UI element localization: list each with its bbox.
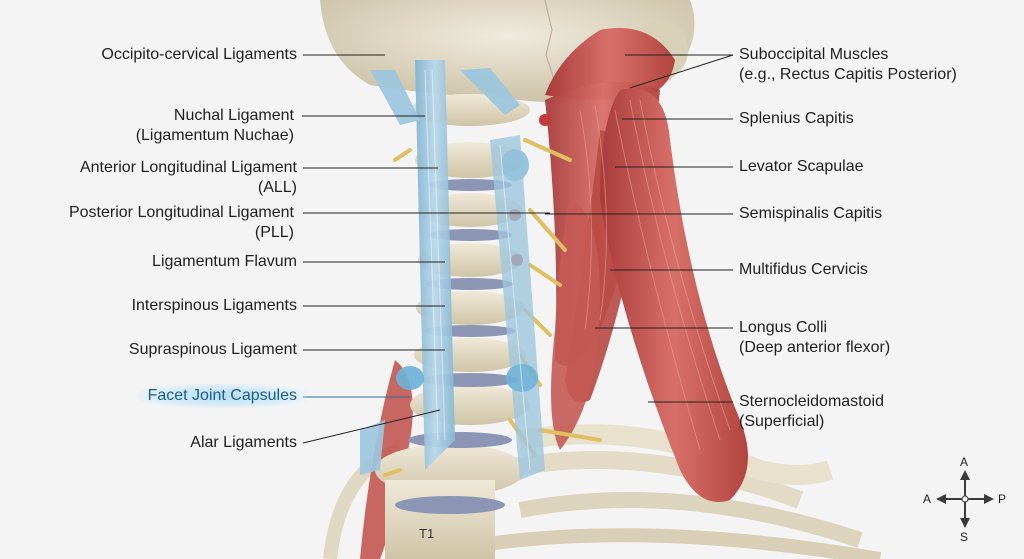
nuchal-ligament-shape — [415, 60, 455, 470]
vertebra-t1-body — [385, 480, 495, 559]
skull-suture — [544, 0, 557, 86]
longus-colli-shape — [551, 200, 600, 450]
anterior-band — [360, 420, 385, 475]
muscle-fibers — [579, 99, 731, 451]
compass-label-top: A — [960, 455, 969, 469]
label-multifidus-cervicis: Multifidus Cervicis — [739, 261, 868, 278]
label-semispinalis-capitis: Semispinalis Capitis — [739, 205, 883, 222]
suboccipital-muscle-shape — [545, 28, 675, 100]
label-sternocleidomastoid: Sternocleidomastoid (Superficial) — [739, 393, 884, 430]
label-anterior-longitudinal-ligament: Anterior Longitudinal Ligament (ALL) — [79, 159, 297, 196]
compass-label-left: A — [923, 492, 932, 506]
disc — [408, 432, 512, 448]
label-posterior-longitudinal-ligament: Posterior Longitudinal Ligament (PLL) — [68, 204, 294, 241]
arrow-left-icon — [936, 494, 946, 504]
label-suboccipital-muscles: Suboccipital Muscles (e.g., Rectus Capit… — [739, 46, 957, 83]
facet-capsule — [396, 366, 424, 390]
supraspinous-band — [490, 135, 545, 480]
occipito-cervical-band — [370, 70, 420, 125]
ligaments — [360, 60, 545, 480]
vertebra-label-t1: T1 — [419, 526, 435, 541]
label-ligamentum-flavum: Ligamentum Flavum — [152, 253, 297, 270]
rib-right-3 — [478, 528, 882, 559]
sternocleidomastoid-shape — [600, 88, 748, 503]
label-supraspinous-ligament: Supraspinous Ligament — [128, 341, 297, 358]
compass-label-bottom: S — [960, 530, 969, 544]
ligament-fibers — [424, 69, 531, 471]
arrow-down-icon — [960, 518, 970, 528]
facet-capsule — [501, 149, 529, 181]
disc — [428, 179, 512, 191]
orientation-compass — [936, 470, 994, 528]
arrow-right-icon — [984, 494, 994, 504]
label-alar-ligaments: Alar Ligaments — [190, 434, 297, 451]
disc — [395, 496, 505, 514]
occipito-cervical-band-2 — [460, 68, 520, 115]
label-splenius-capitis: Splenius Capitis — [739, 110, 854, 127]
compass-label-right: P — [998, 492, 1007, 506]
rib-right-2 — [518, 492, 863, 548]
label-levator-scapulae: Levator Scapulae — [739, 158, 864, 175]
label-occipito-cervical-ligaments: Occipito-cervical Ligaments — [101, 46, 297, 63]
leader-lines — [302, 54, 734, 444]
label-facet-joint-capsules: Facet Joint Capsules — [137, 384, 307, 408]
label-longus-colli: Longus Colli (Deep anterior flexor) — [739, 319, 891, 356]
arrow-up-icon — [960, 470, 970, 480]
label-interspinous-ligaments: Interspinous Ligaments — [131, 297, 297, 314]
label-nuchal-ligament: Nuchal Ligament (Ligamentum Nuchae) — [135, 107, 294, 144]
